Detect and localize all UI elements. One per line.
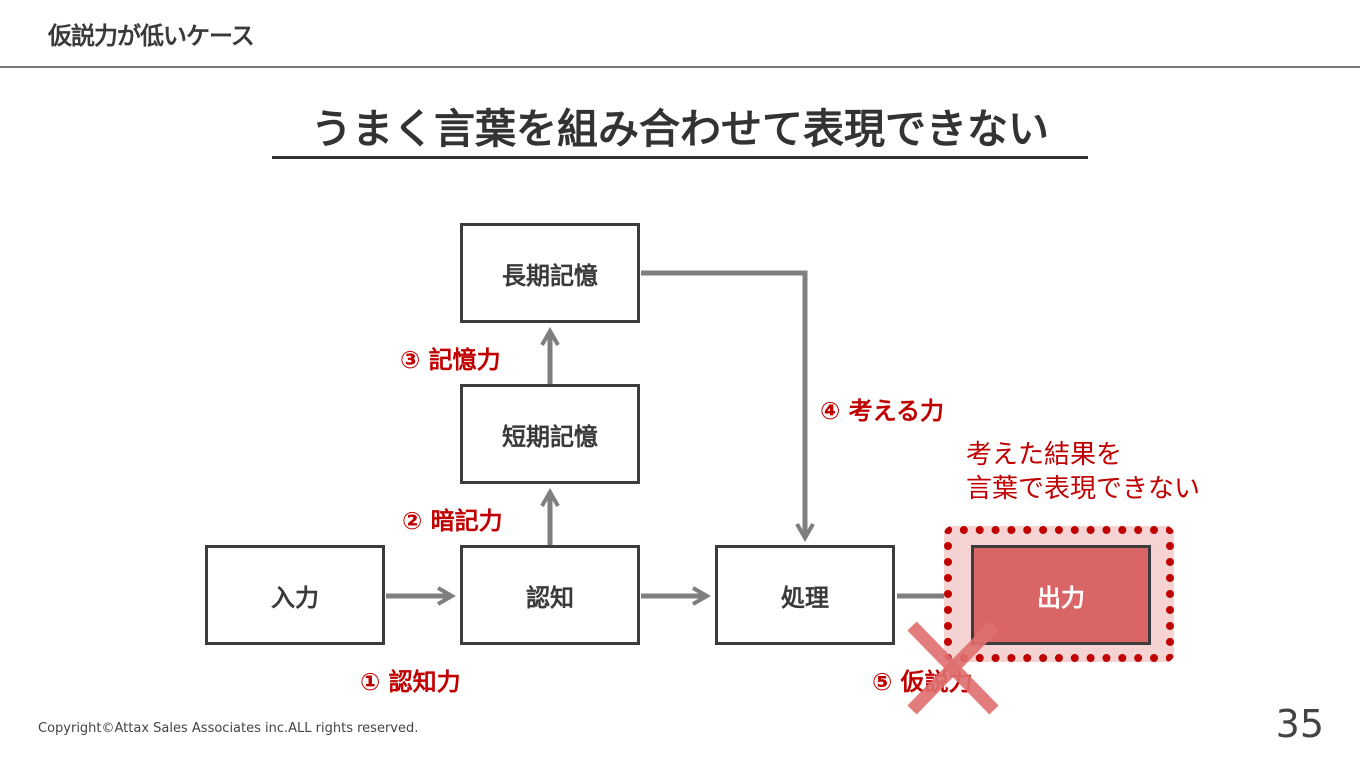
arrow-long-memory-to-process [641,270,815,543]
label-recognition-ability: ① 認知力 [360,668,461,696]
box-output: 出力 [971,545,1151,645]
output-note-line2: 言葉で表現できない [966,474,1201,504]
label-memory-ability: ③ 記憶力 [400,346,501,374]
box-short-memory: 短期記憶 [460,384,640,484]
header-title: 仮説力が低いケース [48,22,255,50]
box-recognize: 認知 [460,545,640,645]
label-memorization-ability: ② 暗記力 [402,507,503,535]
box-input: 入力 [205,545,385,645]
slide-title: うまく言葉を組み合わせて表現できない [272,104,1088,159]
box-process: 処理 [715,545,895,645]
page-number: 35 [1275,702,1324,746]
label-thinking-ability: ④ 考える力 [820,397,944,425]
copyright: Copyright©Attax Sales Associates inc.ALL… [38,721,419,736]
box-long-memory: 長期記憶 [460,223,640,323]
cross-mark-icon [907,621,999,715]
header-divider [0,66,1360,68]
output-note: 考えた結果を 言葉で表現できない [966,438,1200,506]
output-note-line1: 考えた結果を [966,440,1123,470]
